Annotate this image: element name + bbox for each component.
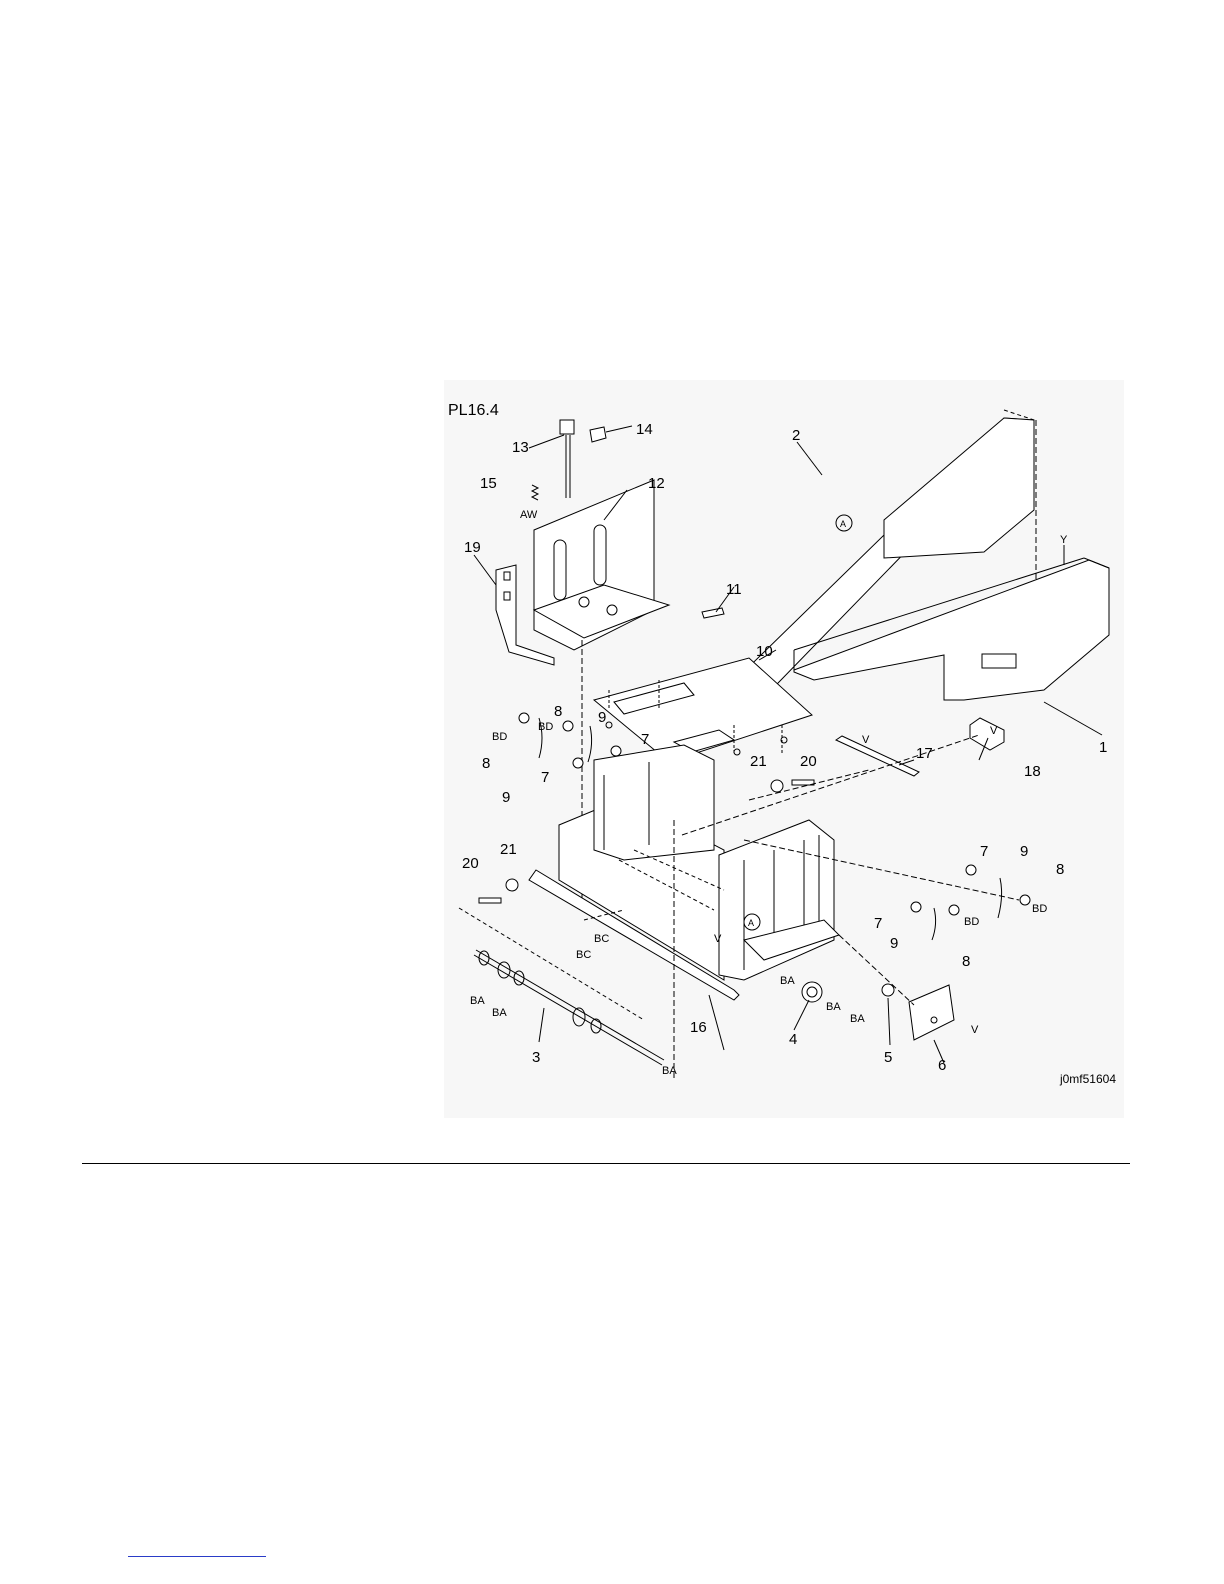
bushings-right (911, 865, 1030, 915)
callout-20b: 20 (462, 855, 479, 872)
exploded-parts-diagram: 1 2 3 4 5 6 7 7 7 7 8 8 8 8 9 9 9 9 10 1… (444, 380, 1124, 1118)
part-11-label (702, 608, 724, 618)
callout-5: 5 (884, 1049, 892, 1066)
callout-7a: 7 (641, 731, 649, 748)
callout-1: 1 (1099, 739, 1107, 756)
callout-9a: 9 (598, 709, 606, 726)
callout-14: 14 (636, 421, 653, 438)
callout-8a: 8 (554, 703, 562, 720)
part-4-gear (802, 982, 822, 1002)
code-ba-3: BA (780, 975, 795, 987)
part-1-cover (794, 545, 1109, 700)
callout-12: 12 (648, 475, 665, 492)
part-5-bearing (882, 984, 894, 996)
callout-15: 15 (480, 475, 497, 492)
callout-9b: 9 (502, 789, 510, 806)
callout-21a: 21 (750, 753, 767, 770)
callout-9c: 9 (1020, 843, 1028, 860)
code-bc-1: BC (594, 933, 609, 945)
callout-13: 13 (512, 439, 529, 456)
callout-7b: 7 (541, 769, 549, 786)
figure-panel: PL16.4 j0mf51604 (444, 380, 1124, 1118)
callout-9d: 9 (890, 935, 898, 952)
callout-2: 2 (792, 427, 800, 444)
part-14-cap (590, 427, 606, 442)
callout-10: 10 (756, 643, 773, 660)
part-15-spring (532, 485, 538, 500)
code-a-2: A (748, 918, 754, 928)
callout-18: 18 (1024, 763, 1041, 780)
code-v-2: V (862, 734, 870, 746)
callout-7d: 7 (874, 915, 882, 932)
callout-11: 11 (726, 581, 742, 598)
callout-17: 17 (916, 745, 933, 762)
code-bc-2: BC (576, 949, 591, 961)
code-ba-4: BA (826, 1001, 841, 1013)
callout-3: 3 (532, 1049, 540, 1066)
callout-7c: 7 (980, 843, 988, 860)
footer-link[interactable] (128, 1556, 266, 1557)
callout-19: 19 (464, 539, 481, 556)
code-bd-2: BD (492, 731, 507, 743)
code-bd-1: BD (538, 721, 553, 733)
callout-16: 16 (690, 1019, 707, 1036)
code-v-4: V (971, 1024, 979, 1036)
code-v-3: V (990, 725, 998, 737)
page-divider (82, 1163, 1130, 1164)
callout-8b: 8 (482, 755, 490, 772)
part-13-rod (560, 420, 574, 498)
part-18-bracket (970, 718, 1004, 750)
part-6-bracket (909, 985, 954, 1040)
callout-8d: 8 (962, 953, 970, 970)
code-ba-5: BA (850, 1013, 865, 1025)
code-ba-6: BA (662, 1065, 677, 1077)
callout-6: 6 (938, 1057, 946, 1074)
code-v-1: V (714, 933, 722, 945)
code-bd-4: BD (964, 916, 979, 928)
code-aw: AW (520, 509, 538, 521)
callout-21b: 21 (500, 841, 517, 858)
code-ba-1: BA (470, 995, 485, 1007)
code-ba-2: BA (492, 1007, 507, 1019)
callout-4: 4 (789, 1031, 797, 1048)
callout-20a: 20 (800, 753, 817, 770)
code-a-1: A (840, 519, 846, 529)
code-y: Y (1060, 534, 1068, 546)
code-bd-3: BD (1032, 903, 1047, 915)
part-17-guide (836, 736, 919, 776)
callout-8c: 8 (1056, 861, 1064, 878)
